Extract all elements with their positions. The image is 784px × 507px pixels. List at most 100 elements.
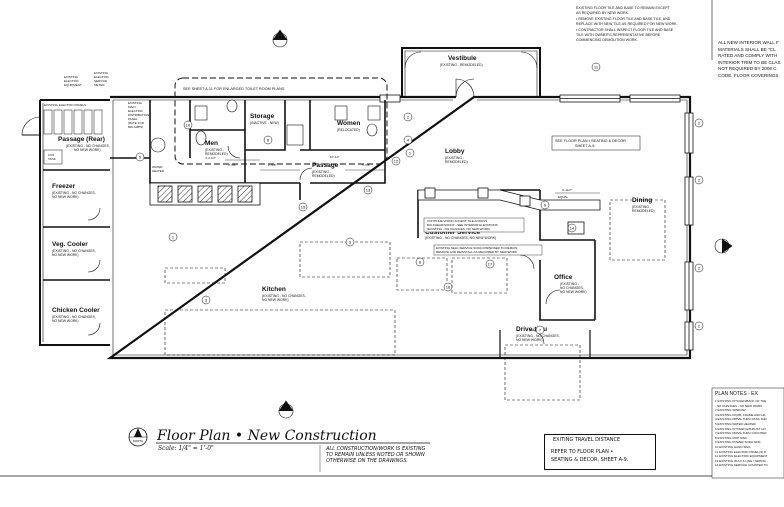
marker-2d: 2: [694, 263, 704, 273]
marker-7: 7: [535, 325, 545, 335]
plan-note-item: 6 EXISTING KITCHEN EXHAUST HO: [715, 426, 766, 431]
top-note-4: REPLACE WITH NEW TILE AS REQUIRED FOR NE…: [576, 22, 678, 27]
marker-4: 4: [403, 135, 413, 145]
marker-3: 3: [345, 237, 355, 247]
travel-distance-body-1: REFER TO FLOOR PLAN •: [551, 449, 614, 455]
marker-12: 12: [391, 156, 401, 166]
label-text: 16: [446, 285, 451, 290]
callout-water-heater-1: WATER: [152, 165, 163, 169]
callout-seating-2: SHEET A-9.: [575, 144, 595, 148]
plumbing-fixtures: [150, 99, 381, 153]
co2-tank: [43, 149, 63, 165]
kitchen-equipment: [164, 199, 666, 401]
callout-water-heater-2: HEATER: [152, 169, 165, 173]
callout-soda-1: EXISTING SELF-SERVICE SODA DISPENSER TO …: [436, 246, 518, 250]
callout-soda-2: REMOVE AND REINSTALL AS REQUIRED BY NEW …: [436, 250, 518, 254]
marker-13: 13: [363, 185, 373, 195]
plan-note-item: 7 EXISTING DRIVE-THRU COUNTER: [715, 431, 767, 436]
room-passage-rear-note-1: (EXISTING - NO CHANGES,: [66, 144, 110, 148]
travel-distance-box: EXITING TRAVEL DISTANCE REFER TO FLOOR P…: [544, 434, 656, 470]
callout-seating-box: [551, 135, 641, 151]
room-dining-note-1: (EXISTING -: [632, 205, 651, 209]
toilet-room-outline: [174, 77, 388, 165]
room-passage-rear-note-2: NO NEW WORK): [74, 148, 101, 152]
room-office-note-2: NO CHANGES,: [560, 286, 584, 290]
label-text: 11: [594, 65, 599, 70]
label-text: 17: [488, 262, 493, 267]
room-drive-thru-note-1: (EXISTING - NO CHANGES,: [516, 334, 560, 338]
room-office-name: Office: [554, 274, 573, 281]
room-kitchen-note-2: NO NEW WORK): [262, 298, 289, 302]
room-kitchen-note-1: (EXISTING - NO CHANGES,: [262, 294, 306, 298]
section-marker-bottom-icon: [278, 400, 294, 419]
dim-1: 3'-5/8": [228, 163, 236, 167]
room-labels: Vestibule (EXISTING - REMODELED) Lobby (…: [52, 55, 655, 342]
top-note-5: • CONTRACTOR SHALL INSPECT FLOOR TILE AN…: [576, 27, 674, 32]
label-text: 6: [419, 260, 422, 265]
room-freezer-note-1: (EXISTING - NO CHANGES,: [52, 191, 96, 195]
marker-2b: 2: [694, 118, 704, 128]
room-freezer-note-2: NO NEW WORK): [52, 195, 79, 199]
plan-note-item: 13 EXISTING W.A.F.S LINE / SERVIC: [715, 458, 766, 463]
room-vestibule-note: (EXISTING - REMODELED): [440, 63, 483, 67]
marker-10: 10: [183, 120, 193, 130]
room-women-name: Women: [337, 120, 360, 127]
room-drive-thru-name: Drive-thru: [516, 326, 547, 333]
code-note-6: CODE. FLOOR COVERINGS: [718, 72, 779, 78]
north-arrow-icon: NORTH: [128, 427, 148, 447]
room-veg-cooler-note-2: NO NEW WORK): [52, 253, 79, 257]
room-veg-cooler-name: Veg. Cooler: [52, 241, 88, 248]
wall-chases: [149, 182, 261, 206]
label-text: 14: [570, 226, 575, 231]
label-text: 1: [409, 151, 412, 156]
label-text: 7: [539, 328, 542, 333]
dim-4: 10'-10": [330, 155, 339, 159]
marker-1b: 1: [405, 148, 415, 158]
callout-elec-equip-1: EXISTING: [64, 75, 79, 79]
travel-distance-heading: EXITING TRAVEL DISTANCE: [553, 437, 621, 443]
code-note-2: MATERIALS SHALL BE "CL: [718, 46, 776, 52]
room-dining-note-2: REMODELED): [632, 209, 655, 213]
marker-16: 16: [443, 282, 453, 292]
plan-notes-frame: [711, 387, 784, 479]
callout-toilet-plans: SEE SHEET A-11 FOR ENLARGED TOILET ROOM …: [183, 87, 285, 91]
room-dining-name: Dining: [632, 197, 652, 204]
general-note-line-2: TO REMAIN UNLESS NOTED OR SHOWN: [326, 452, 425, 458]
label-text: 3: [349, 240, 352, 245]
top-note-1: EXISTING FLOOR TILE AND BASE TO REMAIN E…: [576, 6, 670, 10]
plan-note-item: 11 EXISTING ELECTRIC PANEL(S) D: [715, 449, 767, 454]
room-men-note-1: (EXISTING -: [205, 148, 224, 152]
callout-main-3: ELECTRIC: [128, 109, 144, 113]
callout-main-2: MAIN: [128, 105, 136, 109]
top-note-3: • REMOVE EXISTING FLOOR TILE AND BASE TI…: [576, 16, 671, 21]
callout-vision-box: [423, 217, 525, 233]
marker-5: 5: [135, 152, 145, 162]
plan-note-item: 8 EXISTING MOP SINK.: [715, 435, 748, 440]
label-text: 2: [407, 115, 410, 120]
room-vestibule-name: Vestibule: [448, 55, 477, 62]
label-text: 10: [186, 123, 191, 128]
interior-walls: [110, 100, 596, 321]
travel-distance-body-2: SEATING & DECOR, SHEET A-9.: [551, 457, 629, 463]
label-text: 12: [394, 159, 399, 164]
room-passage-note-2: REMODELED): [312, 174, 335, 178]
room-office-note-1: (EXISTING -: [560, 282, 579, 286]
label-text: 2: [698, 324, 701, 329]
marker-2e: 2: [694, 321, 704, 331]
room-passage-note-1: (EXISTING -: [312, 170, 331, 174]
electric-panels: [43, 109, 103, 135]
callout-elec-equip-2: ELECTRIC: [64, 79, 80, 83]
plan-note-item: - NO CHANGES - NO NEW WORK: [715, 403, 763, 408]
callout-vision-3: (EXISTING - NO CHANGES, NO NEW WORK): [427, 227, 490, 231]
dim-3: 5'-5/8": [362, 163, 370, 167]
callout-seating-1: SEE FLOOR PLAN • SEATING & DECOR: [555, 139, 626, 143]
callout-co2-2: TANK: [48, 157, 56, 161]
label-text: 5: [139, 155, 142, 160]
label-text: 4: [407, 138, 410, 143]
plan-note-item: 10 EXISTING HAND SINK.: [715, 444, 752, 449]
marker-2c: 2: [694, 175, 704, 185]
room-men-name: Men: [205, 140, 218, 147]
room-passage-name: Passage: [312, 162, 339, 169]
label-text: 2: [698, 121, 701, 126]
